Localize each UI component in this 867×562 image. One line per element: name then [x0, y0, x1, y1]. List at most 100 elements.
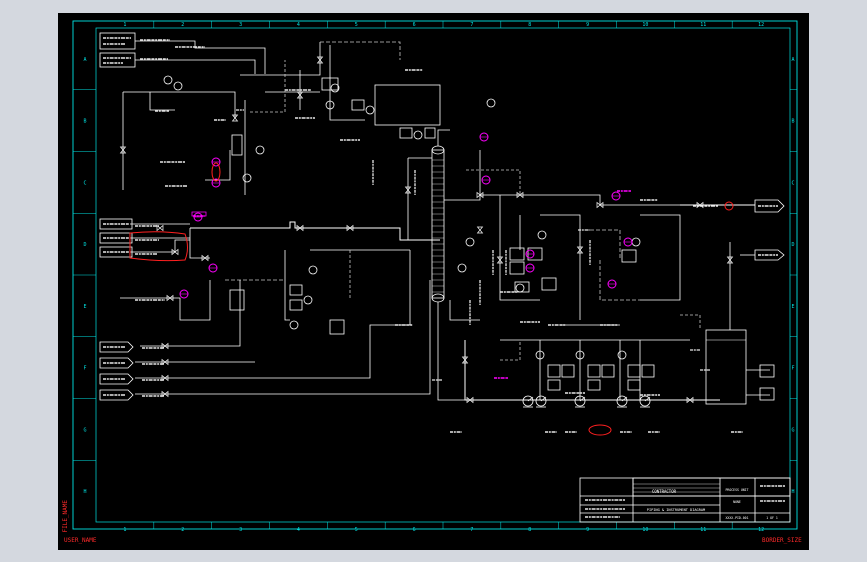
title-block-sheet: 1 OF 1 — [766, 516, 778, 520]
signal-line — [500, 340, 521, 361]
instrument-bubble — [325, 100, 335, 110]
instrument-panel — [587, 379, 601, 391]
row-letter-left: H — [83, 489, 86, 495]
instrument-panel — [374, 84, 441, 126]
line — [284, 250, 290, 321]
row-letter-left: A — [83, 57, 86, 63]
row-letter-left: D — [83, 242, 86, 248]
valve-symbol — [161, 342, 169, 350]
instrument-bubble — [617, 350, 627, 360]
row-letter-left: G — [83, 427, 86, 433]
instrument-bubble — [242, 173, 252, 183]
revision-cloud — [211, 162, 221, 182]
off-page-connector — [99, 341, 134, 353]
row-letter-right: F — [791, 366, 794, 372]
row-letter-right: B — [791, 119, 794, 125]
valve-symbol — [496, 256, 504, 264]
line — [540, 214, 581, 320]
feed-line — [130, 239, 190, 253]
instrument-panel — [509, 247, 525, 261]
title-block-scale: NONE — [733, 500, 741, 504]
instrument-bubble — [457, 263, 467, 273]
pump-symbol — [616, 395, 628, 407]
instrument-bubble — [465, 237, 475, 247]
column-number-bottom: 7 — [470, 527, 473, 533]
outlet-connector — [754, 199, 785, 213]
instrument-bubble — [413, 130, 423, 140]
row-letter-right: D — [791, 242, 794, 248]
valve-symbol — [161, 374, 169, 382]
line — [189, 228, 210, 259]
line — [135, 280, 431, 395]
bottom-header — [464, 340, 720, 401]
column-number-top: 10 — [642, 22, 648, 28]
upper-right-header — [480, 194, 680, 206]
pump-symbol — [522, 395, 534, 407]
instrument-panel — [399, 127, 413, 139]
instrument-bubble — [163, 75, 173, 85]
bottoms-line — [437, 302, 475, 401]
off-page-connector — [99, 373, 134, 385]
instrument-panel — [289, 299, 303, 311]
column-number-bottom: 10 — [642, 527, 648, 533]
branch-line — [205, 150, 231, 181]
valve-symbol — [461, 356, 469, 364]
line — [395, 250, 411, 326]
signal-line — [590, 229, 621, 260]
valve-symbol — [576, 246, 584, 254]
off-page-connector — [99, 389, 134, 401]
instrument-panel — [514, 281, 530, 293]
valve-symbol — [516, 191, 524, 199]
valve-symbol — [466, 396, 474, 404]
title-block-drawing-title: PIPING & INSTRUMENT DIAGRAM — [647, 508, 706, 512]
row-letter-right: E — [791, 304, 794, 310]
column-number-bottom: 8 — [528, 527, 531, 533]
overhead-line — [437, 129, 450, 146]
row-letter-right: C — [791, 180, 794, 186]
pump-symbol — [574, 395, 586, 407]
drawing-background — [58, 13, 809, 550]
top-feed-line — [135, 40, 266, 74]
file-name-label: FILE_NAME — [62, 500, 69, 533]
instrument-bubble — [535, 350, 545, 360]
instrument-bubble — [303, 295, 313, 305]
valve-symbol — [161, 358, 169, 366]
instrument-box — [759, 364, 775, 378]
valve-symbol — [476, 191, 484, 199]
instrument-bubble — [515, 283, 525, 293]
line — [449, 300, 480, 321]
pump-outlet — [644, 396, 651, 402]
line — [329, 45, 365, 121]
instrument-panel — [321, 77, 339, 91]
instrument-panel — [627, 379, 641, 391]
instrument-bubble — [173, 81, 183, 91]
top-feed-line — [135, 59, 256, 74]
valve-symbol — [171, 248, 179, 256]
column-number-top: 4 — [297, 22, 300, 28]
column-number-top: 6 — [413, 22, 416, 28]
row-letter-right: A — [791, 57, 794, 63]
upper-left-line — [123, 91, 236, 118]
valve-symbol — [596, 201, 604, 209]
user-name-label: USER_NAME — [64, 537, 97, 544]
instrument-bubble — [486, 98, 496, 108]
valve-symbol — [166, 294, 174, 302]
valve-symbol — [686, 396, 694, 404]
row-letter-left: F — [83, 366, 86, 372]
instrument-bubble — [365, 105, 375, 115]
instrument-panel — [351, 99, 365, 111]
valve-symbol — [296, 91, 304, 99]
outer-border — [72, 20, 798, 530]
instrument-panel — [547, 379, 561, 391]
column-number-top: 1 — [123, 22, 126, 28]
title-block-outline — [579, 477, 791, 523]
column-number-bottom: 12 — [758, 527, 764, 533]
line — [120, 280, 211, 321]
valve-symbol — [201, 254, 209, 262]
pump-outlet — [579, 396, 586, 402]
signal-line — [599, 260, 640, 301]
pump-outlet — [621, 396, 628, 402]
column-number-bottom: 9 — [586, 527, 589, 533]
